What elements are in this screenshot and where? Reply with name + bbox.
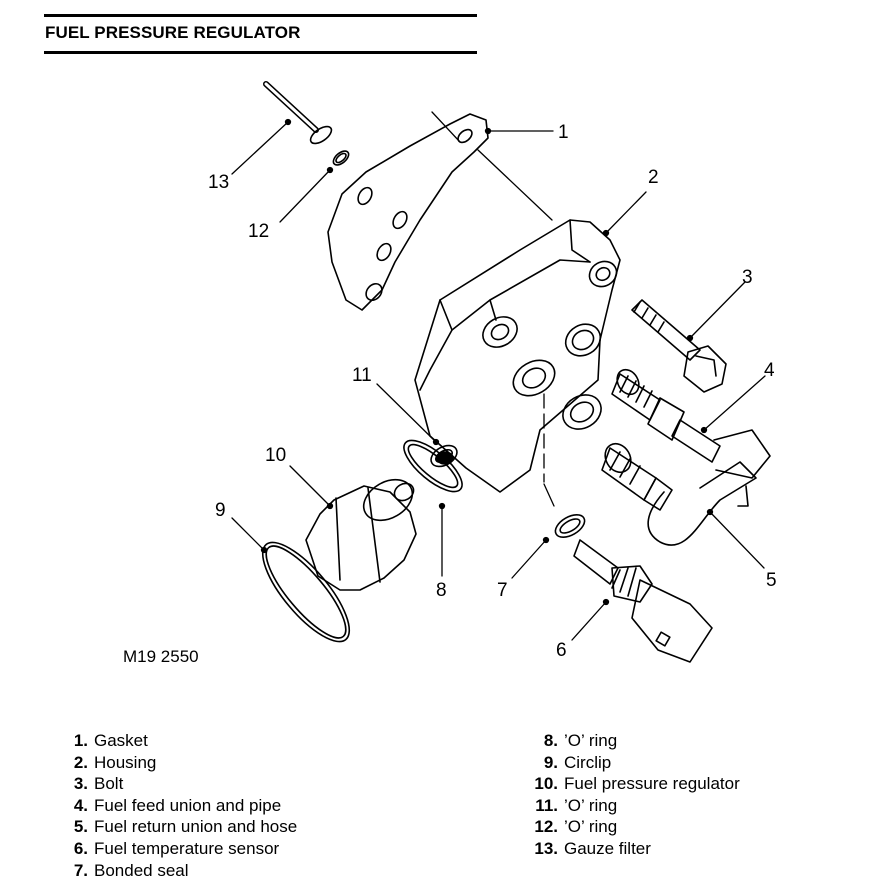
legend-item: 2. Housing [50,752,297,774]
callout-4: 4 [764,360,775,381]
legend-item: 6. Fuel temperature sensor [50,838,297,860]
legend-item: 11. ’O’ ring [520,795,740,817]
legend-number: 9. [543,752,558,772]
gasket [327,113,489,311]
fuel-pressure-regulator [305,478,417,591]
bolt [631,299,727,393]
legend-label: Fuel feed union and pipe [94,795,282,815]
callout-10: 10 [265,445,286,466]
callout-8: 8 [436,580,447,601]
title-rule-bottom [44,51,477,54]
callout-labels: 1 2 3 4 5 6 7 8 9 10 11 12 13 M19 2550 [123,122,777,666]
legend-number: 8. [543,731,558,750]
legend-item: 10. Fuel pressure regulator [520,773,740,795]
legend-left-column: 1. Gasket 2. Housing 3. Bolt 4. Fuel feed un… [50,730,297,881]
legend-number: 11. [535,795,558,815]
legend-item: 1. Gasket [50,730,297,752]
fuel-temperature-sensor [573,539,713,663]
callout-3: 3 [742,267,753,288]
title-rule-top [44,14,477,17]
circlip [261,541,351,643]
callout-7: 7 [497,580,508,601]
title-block: FUEL PRESSURE REGULATOR [44,14,477,54]
legend-number: 4. [73,795,88,815]
callout-12: 12 [248,221,269,242]
o-ring-12 [332,150,350,166]
legend-number: 5. [73,817,88,837]
legend-label: Bolt [94,774,124,794]
legend-number: 10. [534,774,558,794]
legend-label: ’O’ ring [564,795,618,815]
fuel-return-union [601,442,757,546]
legend-item: 4. Fuel feed union and pipe [50,795,297,817]
legend-label: Bonded seal [94,860,189,880]
gauze-filter [263,81,333,145]
legend-label: Fuel return union and hose [94,817,298,837]
exploded-diagram: 1 2 3 4 5 6 7 8 9 10 11 12 13 M19 2550 [123,81,777,666]
legend-item: 13. Gauze filter [520,838,740,860]
legend-number: 12. [534,817,558,837]
legend-label: Circlip [564,752,612,772]
callout-1: 1 [558,122,569,143]
legend-number: 6. [73,838,88,858]
legend-item: 5. Fuel return union and hose [50,816,297,838]
legend-item: 12. ’O’ ring [520,816,740,838]
legend-number: 7. [73,860,88,880]
legend-item: 8. ’O’ ring [520,730,740,752]
legend-item: 3. Bolt [50,773,297,795]
legend-label: Fuel temperature sensor [94,838,280,858]
legend-number: 1. [73,731,88,750]
legend-label: Housing [94,752,157,772]
legend-label: Fuel pressure regulator [564,774,740,794]
callout-5: 5 [766,570,777,591]
callout-2: 2 [648,167,659,188]
o-ring-8 [403,439,463,493]
legend-number: 3. [73,774,88,794]
legend-label: Gauze filter [564,838,651,858]
fuel-feed-union [611,368,771,479]
page-title: FUEL PRESSURE REGULATOR [45,23,301,42]
legend-item: 9. Circlip [520,752,740,774]
figure-reference: M19 2550 [123,647,199,666]
bonded-seal [554,514,586,538]
legend-label: ’O’ ring [564,731,618,750]
legend-item: 7. Bonded seal [50,860,297,882]
legend-number: 13. [534,838,558,858]
legend-label: Gasket [94,731,148,750]
callout-13: 13 [208,172,229,193]
leader-lines [231,111,766,641]
callout-11: 11 [352,365,372,386]
callout-9: 9 [215,500,226,521]
housing [414,219,621,493]
legend-right-column: 8. ’O’ ring 9. Circlip 10. Fuel pressure re… [520,730,740,860]
legend-label: ’O’ ring [564,817,618,837]
legend-number: 2. [73,752,88,772]
callout-6: 6 [556,640,567,661]
